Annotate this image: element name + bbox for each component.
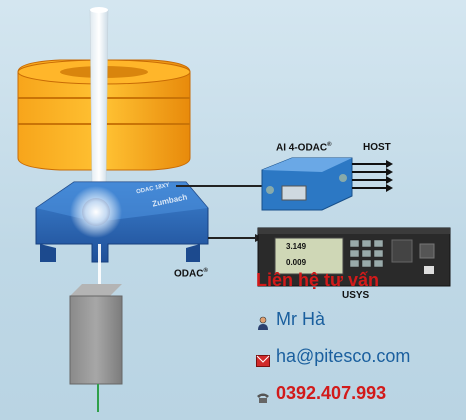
- phone-icon: [256, 388, 270, 404]
- contact-phone-row: 0392.407.993: [256, 383, 386, 404]
- head-label: ODAC®: [174, 268, 208, 280]
- ai4-odac-module: [261, 157, 393, 211]
- material-rod: [89, 7, 109, 201]
- extruder-tube: [69, 284, 123, 412]
- display-value-1: 3.149: [286, 242, 307, 251]
- unit-label: USYS: [342, 290, 370, 301]
- contact-phone[interactable]: 0392.407.993: [276, 383, 387, 403]
- contact-name-row: Mr Hà: [256, 309, 325, 331]
- display-value-2: 0.009: [286, 258, 307, 267]
- measuring-head: [35, 181, 209, 263]
- mail-icon: [256, 351, 270, 368]
- contact-email-row: ha@pitesco.com: [256, 346, 411, 368]
- host-label: HOST: [363, 142, 391, 153]
- contact-title: Liên hệ tư vấn: [256, 270, 380, 290]
- contact-name: Mr Hà: [276, 309, 325, 329]
- person-icon: [256, 314, 270, 331]
- usys-unit: [257, 227, 451, 287]
- contact-email[interactable]: ha@pitesco.com: [276, 346, 411, 366]
- sensor-label: AI 4-ODAC®: [276, 142, 332, 154]
- laser-beam: [98, 244, 101, 294]
